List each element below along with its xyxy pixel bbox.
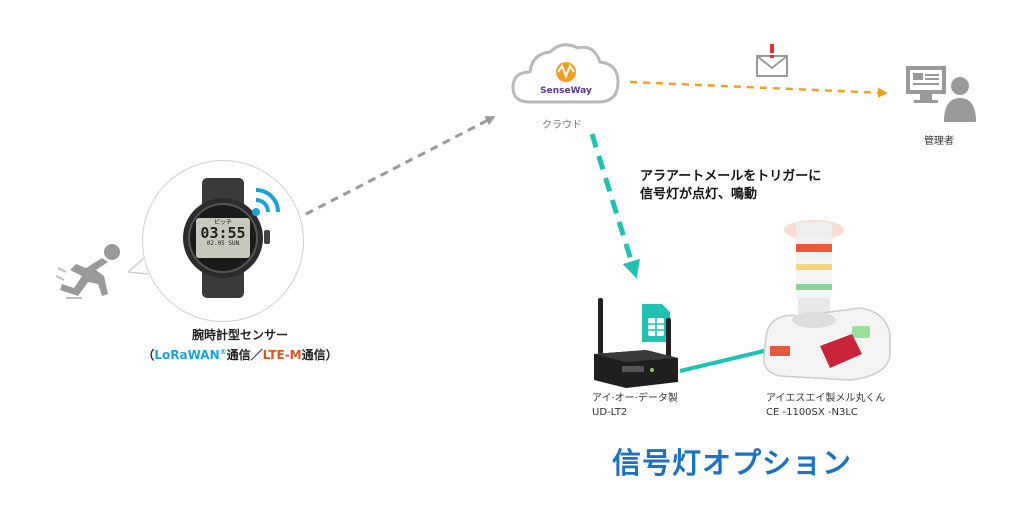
watch-display-top: ピッチ (213, 219, 232, 226)
sensor-to-cloud-arrow (305, 116, 496, 216)
alert-caption: アラアートメールをトリガーに 信号灯が点灯、鳴動 (640, 168, 821, 204)
registered-mark: ® (219, 348, 227, 356)
falling-person-icon (55, 244, 120, 299)
sensor-end: 通信） (301, 348, 338, 362)
alert-caption-line2: 信号灯が点灯、鳴動 (640, 187, 758, 202)
watch-display: ピッチ 03:55 02.05 SUN (196, 220, 250, 247)
lorawan-label: LoRaWAN (154, 348, 220, 362)
router-model: UD-LT2 (592, 407, 628, 418)
bubble-tail (128, 258, 149, 275)
sensor-middle: 通信／ (226, 348, 263, 362)
signal-light-icon (763, 220, 891, 381)
cloud-to-router-arrow (589, 133, 640, 279)
manager-label: 管理者 (924, 136, 954, 147)
sensor-title: 腕時計型センサー (191, 328, 288, 342)
router-icon (594, 298, 678, 388)
watch-icon (183, 178, 270, 298)
ltem-label: LTE-M (262, 348, 302, 362)
signal-light-caption: アイエスエイ製メル丸くん CE -1100SX -N3LC (766, 392, 885, 420)
cloud-logo-text: SenseWay (540, 86, 592, 96)
cloud-label: クラウド (542, 120, 582, 131)
router-caption: アイ·オー·データ製 UD-LT2 (592, 392, 678, 420)
router-to-light-cable (679, 348, 769, 373)
sensor-open-paren: （ (142, 348, 155, 362)
signal-light-model: CE -1100SX -N3LC (766, 407, 858, 418)
cloud-to-manager-arrow (629, 80, 888, 98)
sensor-comm: （LoRaWAN®通信／LTE-M通信） (100, 346, 380, 363)
cloud-icon: SenseWay (510, 40, 622, 110)
watch-display-sub: 02.05 SUN (206, 240, 240, 247)
signal-light-maker: アイエスエイ製メル丸くん (766, 393, 886, 404)
sim-card-icon (642, 304, 670, 342)
option-title: 信号灯オプション (612, 446, 853, 480)
alert-caption-line1: アラアートメールをトリガーに (640, 169, 822, 184)
router-maker: アイ·オー·データ製 (592, 393, 678, 404)
manager-icon (906, 66, 976, 122)
watch-display-time: 03:55 (200, 224, 246, 242)
mail-alert-icon (756, 44, 788, 77)
wireless-signal-icon (252, 188, 280, 216)
